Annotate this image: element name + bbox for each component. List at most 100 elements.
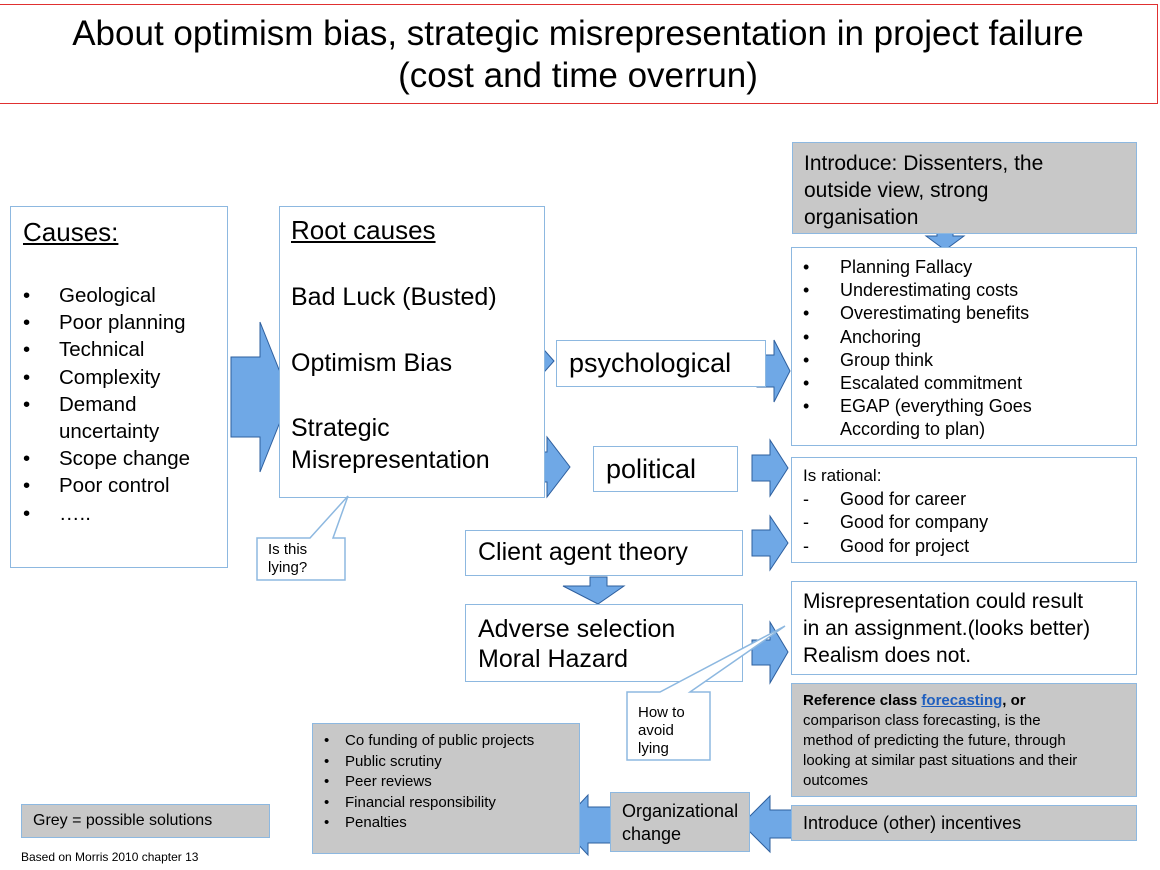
misrep-result-box: Misrepresentation could result in an ass…: [791, 581, 1137, 675]
root-causes-heading: Root causes: [291, 215, 436, 245]
public-measure-item-text: Co funding of public projects: [345, 732, 535, 749]
callout-lying-line-2: lying?: [268, 559, 308, 576]
cause-item-text: Technical: [59, 338, 145, 362]
title-line-1: About optimism bias, strategic misrepres…: [72, 14, 1084, 53]
cause-bullet: •: [23, 392, 31, 416]
psych-factor-bullet: •: [803, 349, 810, 370]
org-change-line-1: Organizational: [622, 801, 739, 821]
public-measure-bullet: •: [324, 732, 330, 749]
callout-avoid-line-1: How to: [638, 704, 685, 721]
psych-factor-bullet: •: [803, 303, 810, 324]
psych-factor-item-text: Overestimating benefits: [840, 303, 1030, 324]
cause-item-text: Geological: [59, 284, 156, 307]
reference-class-line-5: outcomes: [803, 772, 869, 789]
psych-factor-item: • Underestimating costs: [803, 279, 1136, 302]
rational-bullet: -: [803, 535, 809, 556]
title-line-2: (cost and time overrun): [398, 56, 758, 95]
root-causes-box: Root causes Bad Luck (Busted) Optimism B…: [279, 206, 545, 498]
callout-lying-text: Is this lying?: [268, 541, 307, 577]
public-measures-list: •Co funding of public projects•Public sc…: [324, 731, 579, 834]
psych-factor-bullet: •: [803, 280, 810, 301]
reference-class-line-2: comparison class forecasting, is the: [803, 712, 1041, 729]
public-measure-bullet: •: [324, 773, 330, 790]
cause-item: •…..: [23, 500, 227, 527]
cause-bullet: •: [23, 474, 31, 498]
root-cause-misrepresentation: Misrepresentation: [291, 446, 490, 474]
cause-item-text: Poor planning: [59, 311, 186, 335]
rational-box: Is rational: -Good for career-Good for c…: [791, 457, 1137, 563]
legend-label: Grey = possible solutions: [33, 812, 213, 829]
cause-item: • Technical: [23, 336, 227, 363]
cause-bullet: •: [23, 284, 31, 307]
rational-list: -Good for career-Good for company-Good f…: [803, 488, 1136, 559]
org-change-line-2: change: [622, 824, 682, 844]
reference-class-comma: , or: [1002, 692, 1026, 709]
cause-bullet: •: [23, 447, 31, 471]
cause-bullet: •: [23, 311, 31, 335]
political-label: political: [606, 454, 697, 484]
rational-item: - Good for project: [803, 535, 1136, 559]
callout-avoid-shape: [626, 625, 786, 761]
psych-factor-item-text: Anchoring: [840, 326, 922, 347]
public-measure-bullet: •: [324, 793, 330, 811]
psych-factor-item-text: Group think: [840, 349, 934, 370]
psych-factor-item-text: Underestimating costs: [840, 280, 1019, 301]
psych-factors-list: •Planning Fallacy•Underestimating costs•…: [803, 256, 1136, 442]
psych-factor-item-text: Planning Fallacy: [840, 257, 973, 277]
psych-factor-item: According to plan): [803, 418, 1136, 441]
cause-item-text: Complexity: [59, 365, 161, 389]
rational-item-text: Good for career: [840, 488, 967, 509]
rational-item: - Good for career: [803, 488, 1136, 512]
reference-class-line-3: method of predicting the future, through: [803, 732, 1066, 749]
rational-item-text: Good for project: [840, 535, 970, 556]
psych-factor-item: • Group think: [803, 349, 1136, 372]
client-agent-theory-box: Client agent theory: [465, 530, 743, 576]
public-measure-item-text: Peer reviews: [345, 773, 432, 790]
psych-factor-bullet: •: [803, 373, 810, 394]
psych-factor-item-text: According to plan): [840, 419, 986, 440]
title-box: About optimism bias, strategic misrepres…: [0, 4, 1158, 104]
reference-class-bold: Reference class: [803, 692, 922, 709]
cause-item: •Scope change: [23, 445, 227, 472]
psych-factor-item: •Escalated commitment: [803, 372, 1136, 395]
misrep-line-2: in an assignment.(looks better): [803, 617, 1091, 640]
callout-lying-shape: [256, 495, 349, 581]
callout-avoid-line-3: lying: [638, 740, 669, 757]
cause-item: •Poor control: [23, 472, 227, 499]
rational-item: -Good for company: [803, 511, 1136, 535]
moral-hazard-label: Moral Hazard: [478, 645, 629, 673]
cause-item-text: …..: [59, 501, 91, 525]
cause-bullet: •: [23, 365, 31, 389]
psych-factor-bullet: •: [803, 326, 810, 347]
rational-item-text: Good for company: [840, 512, 989, 532]
callout-lying-line-1: Is this: [268, 541, 308, 558]
callout-avoid-text: How to avoid lying: [638, 704, 685, 758]
root-cause-optimism-bias: Optimism Bias: [291, 349, 453, 377]
political-box: political: [593, 446, 738, 492]
public-measure-item: • Peer reviews: [324, 772, 579, 793]
psych-factor-item: •EGAP (everything Goes: [803, 395, 1136, 418]
cause-item: • Complexity: [23, 364, 227, 391]
arrow-causes-to-root: [230, 321, 291, 473]
misrep-line-1: Misrepresentation could result: [803, 590, 1084, 613]
psych-factors-box: •Planning Fallacy•Underestimating costs•…: [791, 247, 1137, 446]
root-cause-bad-luck: Bad Luck (Busted): [291, 283, 497, 311]
cause-item: • Geological: [23, 282, 227, 309]
arrow-political-to-rational: [751, 438, 789, 498]
dissenters-line-3: organisation: [804, 206, 919, 229]
cause-item-text: Demand: [59, 392, 137, 416]
public-measure-item: •Penalties: [324, 813, 579, 834]
forecasting-link[interactable]: forecasting: [921, 692, 1003, 709]
psych-factor-item: • Overestimating benefits: [803, 302, 1136, 325]
adverse-selection-box: Adverse selection Moral Hazard: [465, 604, 743, 682]
public-measure-item: •Financial responsibility: [324, 793, 579, 814]
rational-bullet: -: [803, 488, 809, 509]
arrow-incentives-to-org: [741, 794, 796, 854]
dissenters-line-1: Introduce: Dissenters, the: [804, 152, 1044, 175]
callout-avoid-line-2: avoid: [638, 722, 674, 739]
incentives-box: Introduce (other) incentives: [791, 805, 1137, 841]
public-measures-box: •Co funding of public projects•Public sc…: [312, 723, 580, 854]
cause-bullet: •: [23, 338, 31, 362]
arrow-to-rational-lower: [751, 514, 789, 572]
psychological-label: psychological: [569, 348, 732, 378]
